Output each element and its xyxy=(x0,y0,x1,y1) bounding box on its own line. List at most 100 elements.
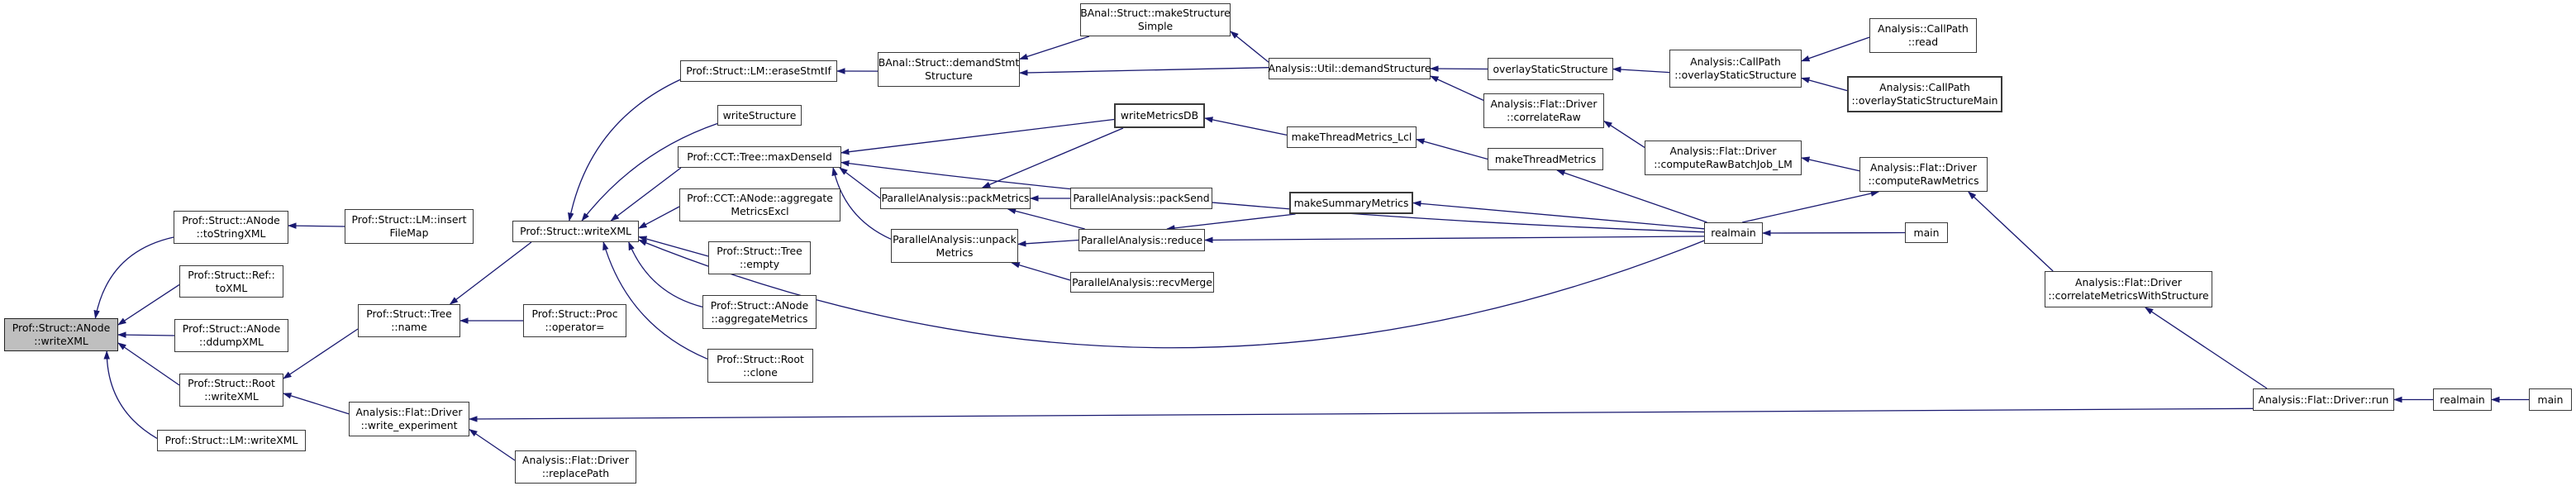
node-label-line: ParallelAnalysis::packSend xyxy=(1073,192,1210,205)
graph-node-write_experiment[interactable]: Analysis::Flat::Driver::write_experiment xyxy=(349,402,469,436)
edge-cp_overlaystaticmain-cp_overlaystatic xyxy=(1801,77,1848,92)
node-label-line: MetricsExcl xyxy=(731,205,789,217)
graph-node-overlaystatic[interactable]: overlayStaticStructure xyxy=(1488,58,1613,80)
node-label-line: ::overlayStaticStructureMain xyxy=(1851,94,1998,107)
graph-node-tree_empty[interactable]: Prof::Struct::Tree::empty xyxy=(708,241,811,274)
graph-node-writexml[interactable]: Prof::Struct::writeXML xyxy=(512,221,639,242)
graph-node-erasestmtif[interactable]: Prof::Struct::LM::eraseStmtIf xyxy=(680,60,837,82)
graph-node-packsend[interactable]: ParallelAnalysis::packSend xyxy=(1070,188,1212,209)
node-label-line: ::writeXML xyxy=(34,335,88,347)
edge-writemetricsdb-packmetrics xyxy=(981,127,1124,188)
node-label-line: Analysis::CallPath xyxy=(1878,22,1969,36)
graph-node-ref_toxml[interactable]: Prof::Struct::Ref::toXML xyxy=(179,265,283,298)
node-label-line: Prof::CCT::Tree::maxDenseId xyxy=(687,150,832,164)
node-label-line: Prof::Struct::ANode xyxy=(182,214,280,227)
node-label-line: Prof::Struct::LM::eraseStmtIf xyxy=(686,64,831,78)
graph-node-anode_aggrmetrics[interactable]: Prof::Struct::ANode::aggregateMetrics xyxy=(702,295,817,329)
node-label-line: overlayStaticStructure xyxy=(1493,62,1608,75)
edge-maketm-maketm_lcl xyxy=(1416,138,1488,160)
node-label-line: makeThreadMetrics_Lcl xyxy=(1291,131,1412,144)
graph-node-packmetrics[interactable]: ParallelAnalysis::packMetrics xyxy=(880,188,1031,209)
edge-recvmerge-unpackmetrics xyxy=(1011,262,1071,281)
edge-tree_empty-writexml xyxy=(638,236,709,257)
graph-node-root_clone[interactable]: Prof::Struct::Root::clone xyxy=(707,349,813,383)
graph-node-main2[interactable]: main xyxy=(2529,388,2572,411)
node-label-line: Analysis::Flat::Driver::run xyxy=(2258,393,2389,406)
graph-node-maketm[interactable]: makeThreadMetrics xyxy=(1488,148,1603,170)
edge-reduce-packmetrics xyxy=(1007,207,1085,230)
node-label-line: Analysis::Flat::Driver xyxy=(355,406,463,419)
node-label-line: ::computeRawBatchJob_LM xyxy=(1654,158,1793,170)
node-label-line: ParallelAnalysis::unpack xyxy=(893,232,1017,245)
node-label-line: writeMetricsDB xyxy=(1120,109,1199,122)
edge-root_writexml-anode_writexml xyxy=(117,342,180,386)
node-label-line: ::aggregateMetrics xyxy=(711,312,808,325)
edge-cmws-crm xyxy=(1968,191,2054,272)
node-label-line: Analysis::Flat::Driver xyxy=(1490,98,1598,111)
node-label-line: main xyxy=(2537,393,2564,406)
graph-node-tree_name[interactable]: Prof::Struct::Tree::name xyxy=(358,304,460,337)
node-label-line: writeStructure xyxy=(722,108,797,122)
graph-node-replacepath[interactable]: Analysis::Flat::Driver::replacePath xyxy=(515,450,636,484)
graph-node-run[interactable]: Analysis::Flat::Driver::run xyxy=(2253,388,2394,411)
node-label-line: BAnal::Struct::demandStmt xyxy=(878,56,1020,69)
graph-node-writemetricsdb[interactable]: writeMetricsDB xyxy=(1114,103,1205,128)
node-label-line: Prof::Struct::writeXML xyxy=(520,225,631,238)
graph-node-crm[interactable]: Analysis::Flat::Driver::computeRawMetric… xyxy=(1859,157,1988,192)
graph-node-realmain[interactable]: realmain xyxy=(1704,222,1763,244)
graph-node-cp_overlaystaticmain[interactable]: Analysis::CallPath::overlayStaticStructu… xyxy=(1847,76,2002,112)
node-label-line: makeThreadMetrics xyxy=(1494,152,1597,165)
graph-node-cp_overlaystatic[interactable]: Analysis::CallPath::overlayStaticStructu… xyxy=(1669,50,1802,88)
node-label-line: ParallelAnalysis::packMetrics xyxy=(881,192,1030,205)
graph-node-ddumpxml[interactable]: Prof::Struct::ANode::ddumpXML xyxy=(174,319,288,352)
graph-node-cp_read[interactable]: Analysis::CallPath::read xyxy=(1869,18,1977,53)
edge-tostringxml-anode_writexml xyxy=(93,236,174,319)
graph-node-root_writexml[interactable]: Prof::Struct::Root::writeXML xyxy=(179,374,283,407)
graph-node-maxdenseid[interactable]: Prof::CCT::Tree::maxDenseId xyxy=(678,146,841,168)
edge-demandstructure-demandstmt xyxy=(1019,67,1269,76)
graph-node-demandstructure[interactable]: Analysis::Util::demandStructure xyxy=(1268,58,1431,79)
node-label-line: ::write_experiment xyxy=(360,419,458,431)
node-label-line: Prof::Struct::ANode xyxy=(710,298,809,312)
graph-node-writestructure[interactable]: writeStructure xyxy=(717,105,802,126)
edge-maxdenseid-writexml xyxy=(610,167,682,222)
graph-node-maketm_lcl[interactable]: makeThreadMetrics_Lcl xyxy=(1287,126,1417,148)
graph-node-realmain2[interactable]: realmain xyxy=(2433,388,2492,411)
node-label-line: ::writeXML xyxy=(204,390,259,403)
graph-node-cmws[interactable]: Analysis::Flat::Driver::correlateMetrics… xyxy=(2045,271,2212,307)
graph-node-recvmerge[interactable]: ParallelAnalysis::recvMerge xyxy=(1070,272,1214,293)
graph-node-anode_writexml[interactable]: Prof::Struct::ANode::writeXML xyxy=(4,318,118,351)
graph-node-lm_writexml[interactable]: Prof::Struct::LM::writeXML xyxy=(157,430,306,451)
graph-node-correlateraw[interactable]: Analysis::Flat::Driver::correlateRaw xyxy=(1483,93,1604,128)
edge-reduce-unpackmetrics xyxy=(1017,239,1079,247)
node-label-line: Prof::Struct::Proc xyxy=(531,307,618,321)
node-label-line: realmain xyxy=(2440,393,2485,406)
node-label-line: FileMap xyxy=(389,226,429,239)
edge-crm-crbj xyxy=(1801,156,1860,172)
node-label-line: ::replacePath xyxy=(541,467,610,479)
graph-node-main[interactable]: main xyxy=(1905,222,1948,243)
edge-demandstructure-makestructsimple xyxy=(1230,31,1269,63)
graph-node-reduce[interactable]: ParallelAnalysis::reduce xyxy=(1078,229,1205,251)
node-label-line: Analysis::CallPath xyxy=(1879,81,1970,94)
edge-writemetricsdb-maxdenseid xyxy=(840,118,1115,155)
edge-anode_aggrmetrics-writexml xyxy=(628,241,703,307)
node-label-line: ::correlateRaw xyxy=(1507,111,1581,123)
edge-writestructure-writexml xyxy=(581,122,718,222)
graph-node-tostringxml[interactable]: Prof::Struct::ANode::toStringXML xyxy=(174,211,288,244)
node-label-line: Prof::Struct::ANode xyxy=(12,322,111,335)
graph-node-makesummary[interactable]: makeSummaryMetrics xyxy=(1289,192,1413,214)
node-label-line: ::ddumpXML xyxy=(199,336,264,348)
node-label-line: ::toStringXML xyxy=(196,227,266,240)
edge-root_clone-writexml xyxy=(602,241,708,360)
graph-node-proc_operator[interactable]: Prof::Struct::Proc::operator= xyxy=(523,304,626,337)
graph-node-crbj[interactable]: Analysis::Flat::Driver::computeRawBatchJ… xyxy=(1645,141,1802,175)
node-label-line: Simple xyxy=(1137,20,1174,32)
node-label-line: Analysis::Flat::Driver xyxy=(1870,161,1977,174)
